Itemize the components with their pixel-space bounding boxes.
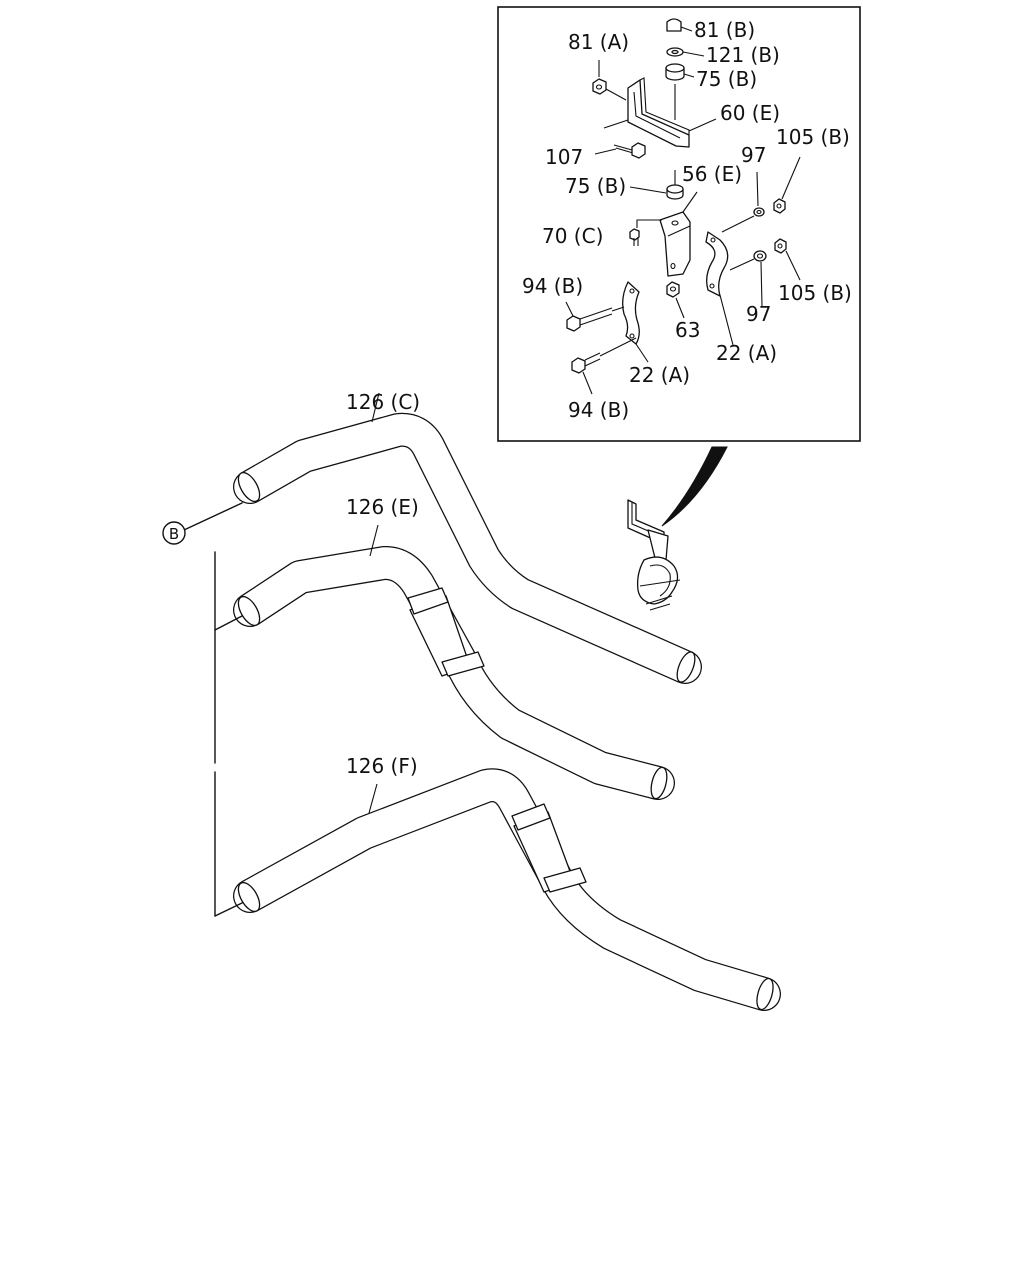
hose-126f-end-right	[756, 977, 774, 1011]
part-81a-nut	[592, 60, 627, 101]
part-94b-bolt-bottom	[571, 337, 637, 395]
part-94b-bolt-top	[565, 301, 625, 332]
part-75b-bushing-top	[665, 63, 695, 120]
reference-b-circle	[162, 521, 186, 545]
hose-126f-sleeve	[511, 803, 587, 893]
label-126f: 126 (F)	[346, 754, 418, 778]
part-81b-cap-nut	[666, 18, 693, 32]
label-56e: 56 (E)	[682, 162, 742, 186]
hose-126f	[233, 768, 781, 1011]
part-97-washer-bottom	[729, 250, 767, 307]
detail-pointer	[661, 446, 728, 527]
part-75b-bushing-mid	[629, 170, 684, 200]
label-22a-right: 22 (A)	[716, 341, 777, 365]
part-107-bolt	[594, 142, 646, 159]
label-94b-bottom: 94 (B)	[568, 398, 629, 422]
label-97-top: 97	[741, 143, 766, 167]
label-81b: 81 (B)	[694, 18, 755, 42]
label-75b-top: 75 (B)	[696, 67, 757, 91]
part-22a-clamp-left	[622, 281, 649, 363]
label-81a: 81 (A)	[568, 30, 629, 54]
inset-labels: 81 (A) 81 (B) 121 (B) 75 (B) 60 (E) 107 …	[522, 18, 852, 422]
hose-126c-end-right	[676, 651, 696, 683]
label-105b-bottom: 105 (B)	[778, 281, 852, 305]
detail-inset	[497, 6, 861, 442]
label-60e: 60 (E)	[720, 101, 780, 125]
hose-labels: 126 (C) 126 (E) 126 (F)	[346, 390, 420, 778]
hose-126c-end-left	[237, 471, 261, 503]
part-63-nut	[666, 281, 685, 319]
part-97-washer-top	[721, 171, 765, 233]
label-126e: 126 (E)	[346, 495, 419, 519]
hose-126e-end-right	[650, 766, 668, 800]
label-105b-top: 105 (B)	[776, 125, 850, 149]
hose-126e	[233, 524, 675, 800]
label-97-bottom: 97	[746, 302, 771, 326]
part-70c-bolt	[629, 219, 662, 246]
label-75b-mid: 75 (B)	[565, 174, 626, 198]
label-22a-left: 22 (A)	[629, 363, 690, 387]
part-60e-bracket	[603, 77, 717, 148]
reference-b-connector: B	[162, 502, 243, 917]
part-121b-washer	[666, 47, 705, 57]
label-70c: 70 (C)	[542, 224, 603, 248]
label-107: 107	[545, 145, 583, 169]
label-121b: 121 (B)	[706, 43, 780, 67]
reference-b-label: B	[169, 525, 179, 543]
part-56e-bracket	[659, 191, 698, 277]
hose-126e-sleeve	[407, 587, 485, 677]
part-105b-nut-bottom	[774, 238, 801, 281]
mounted-bracket-assembly	[627, 499, 681, 611]
label-94b-top: 94 (B)	[522, 274, 583, 298]
label-126c: 126 (C)	[346, 390, 420, 414]
part-105b-nut-top	[773, 156, 801, 214]
hose-126c	[233, 392, 702, 684]
hose-126e-end-left	[237, 595, 261, 627]
part-22a-clamp-right	[705, 231, 734, 346]
hose-126f-end-left	[237, 881, 261, 913]
label-63: 63	[675, 318, 700, 342]
